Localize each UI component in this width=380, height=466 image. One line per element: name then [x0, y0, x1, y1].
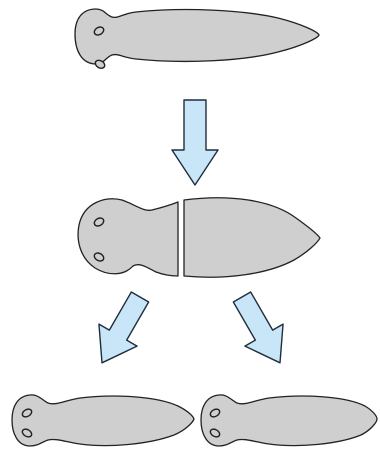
cut-tail-fragment — [184, 198, 320, 277]
regenerated-worm-left — [12, 395, 194, 446]
intact-worm-body — [75, 9, 319, 64]
intact-worm — [75, 9, 319, 70]
regenerated-worm-right — [201, 395, 377, 446]
arrow-down-left — [83, 286, 159, 374]
cut-head-fragment — [78, 199, 178, 276]
arrow-down — [172, 100, 218, 185]
arrow-down-right — [223, 286, 299, 374]
